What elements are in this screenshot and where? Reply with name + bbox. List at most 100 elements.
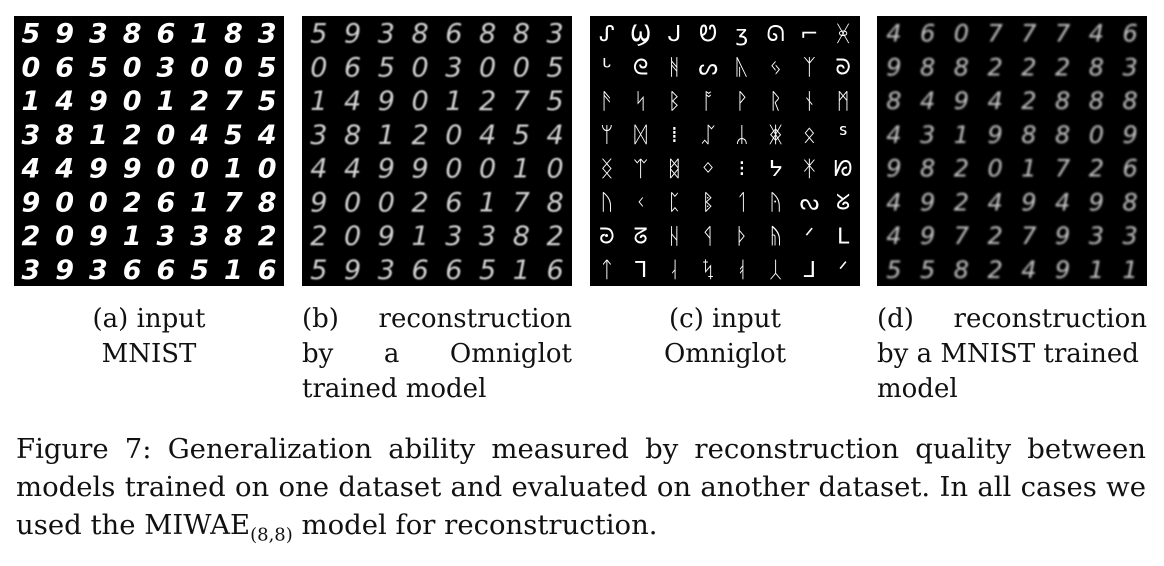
glyph-cell: 1 [1122,256,1137,284]
glyph-cell: 0 [190,154,209,185]
glyph-cell: ᚺ [668,224,681,249]
glyph-cell: 2 [1055,53,1070,81]
glyph-cell: 9 [886,53,901,81]
glyph-cell: 3 [258,19,277,50]
glyph-cell: 1 [224,255,243,286]
glyph-cell: ᚸ [837,22,850,47]
glyph-cell: 8 [1122,188,1137,216]
glyph-cell: ᛡ [803,157,816,182]
glyph-cell: 0 [89,187,108,218]
glyph-cell: 9 [378,86,395,117]
glyph-cell: 0 [21,52,40,83]
glyph-cell: 7 [1021,20,1037,48]
glyph-cell: ⁝ [738,157,745,182]
subcaption-line: by a MNIST trained [877,339,1139,369]
glyph-cell: 2 [1021,87,1036,115]
glyph-cell: 1 [513,255,530,286]
glyph-cell: 6 [258,255,277,286]
glyph-cell: ᚫ [600,89,613,114]
glyph-cell: 8 [920,53,935,81]
subcaption-a: (a) input MNIST [14,302,284,372]
glyph-cell: 8 [513,221,530,252]
glyph-cell: ᐟ [838,258,847,283]
glyph-cell: 6 [156,187,175,218]
glyph-cell: 1 [445,86,462,117]
glyph-cell: 1 [513,154,530,185]
glyph-cell: ʒ [736,22,749,47]
glyph-cell: 4 [479,120,496,151]
glyph-cell: 0 [123,52,142,83]
glyph-cell: 7 [1055,155,1071,183]
glyph-cell: 8 [224,19,243,50]
glyph-cell: ⁞ [671,123,678,148]
glyph-cell: ᛠ [634,157,647,182]
glyph-cell: 6 [445,255,462,286]
glyph-cell: ᛦ [735,123,748,148]
glyph-cell: ᛤ [769,123,782,148]
glyph-cell: 8 [886,87,901,115]
glyph-cell: ᘜ [836,191,850,216]
subcaption-c: (c) input Omniglot [590,302,860,372]
glyph-cell: ᚻ [668,56,681,81]
glyph-cell: 8 [344,120,361,151]
glyph-cell: 7 [987,20,1003,48]
glyph-cell: 0 [224,52,243,83]
glyph-cell: ᚢ [600,191,613,216]
glyph-cell: 5 [479,255,496,286]
glyph-cell: 2 [987,53,1002,81]
glyph-cell: 6 [156,19,175,50]
glyph-cell: 2 [258,221,277,252]
glyph-cell: ᛸ [769,258,782,283]
glyph-cell: 9 [954,87,969,115]
glyph-cell: 0 [412,52,429,83]
glyph-cell: 2 [987,256,1002,284]
glyph-cell: ᚤ [769,191,782,216]
glyph-cell: 2 [190,86,209,117]
glyph-cell: 1 [190,187,209,218]
glyph-cell: 2 [1089,155,1104,183]
glyph-cell: 8 [954,53,969,81]
glyph-cell: 3 [156,221,175,252]
glyph-cell: 0 [445,120,462,151]
glyph-cell: 5 [224,120,243,151]
glyph-cell: ᚲ [634,191,647,216]
glyph-cell: ᐟ [805,224,814,249]
glyph-cell: 6 [445,19,462,50]
glyph-cell: ᚩ [702,89,715,114]
glyph-cell: ᛐ [735,191,748,216]
glyph-cell: ᛈ [668,191,681,216]
glyph-cell: 3 [445,52,462,83]
glyph-cell: 4 [344,86,361,117]
glyph-cell: 1 [123,221,142,252]
glyph-cell: 7 [1021,222,1037,250]
glyph-cell: 9 [920,222,935,250]
glyph-cell: ᛋ [634,89,647,114]
glyph-cell: 5 [310,19,327,50]
glyph-cell: 5 [513,120,530,151]
glyph-cell: 0 [344,221,361,252]
glyph-cell: 0 [479,52,496,83]
glyph-cell: 9 [89,86,108,117]
glyph-cell: 1 [378,120,395,151]
glyph-cell: 3 [310,120,327,151]
model-subscript: (8,8) [250,524,293,546]
glyph-cell: ᛟ [803,123,816,148]
glyph-cell: Ꮼ [699,22,717,47]
glyph-cell: 1 [21,86,40,117]
glyph-cell: 4 [257,120,277,151]
glyph-cell: ᚣ [735,56,748,81]
glyph-cell: 8 [123,19,142,50]
glyph-cell: ᛜ [702,157,715,182]
glyph-cell: 2 [547,221,564,252]
glyph-cell: 8 [1122,87,1137,115]
glyph-cell: 2 [954,188,969,216]
glyph-cell: 1 [310,86,327,117]
glyph-cell: 0 [55,187,74,218]
glyph-cell: 6 [412,255,429,286]
subcaption-line: MNIST [101,339,197,369]
glyph-cell: 4 [189,120,209,151]
